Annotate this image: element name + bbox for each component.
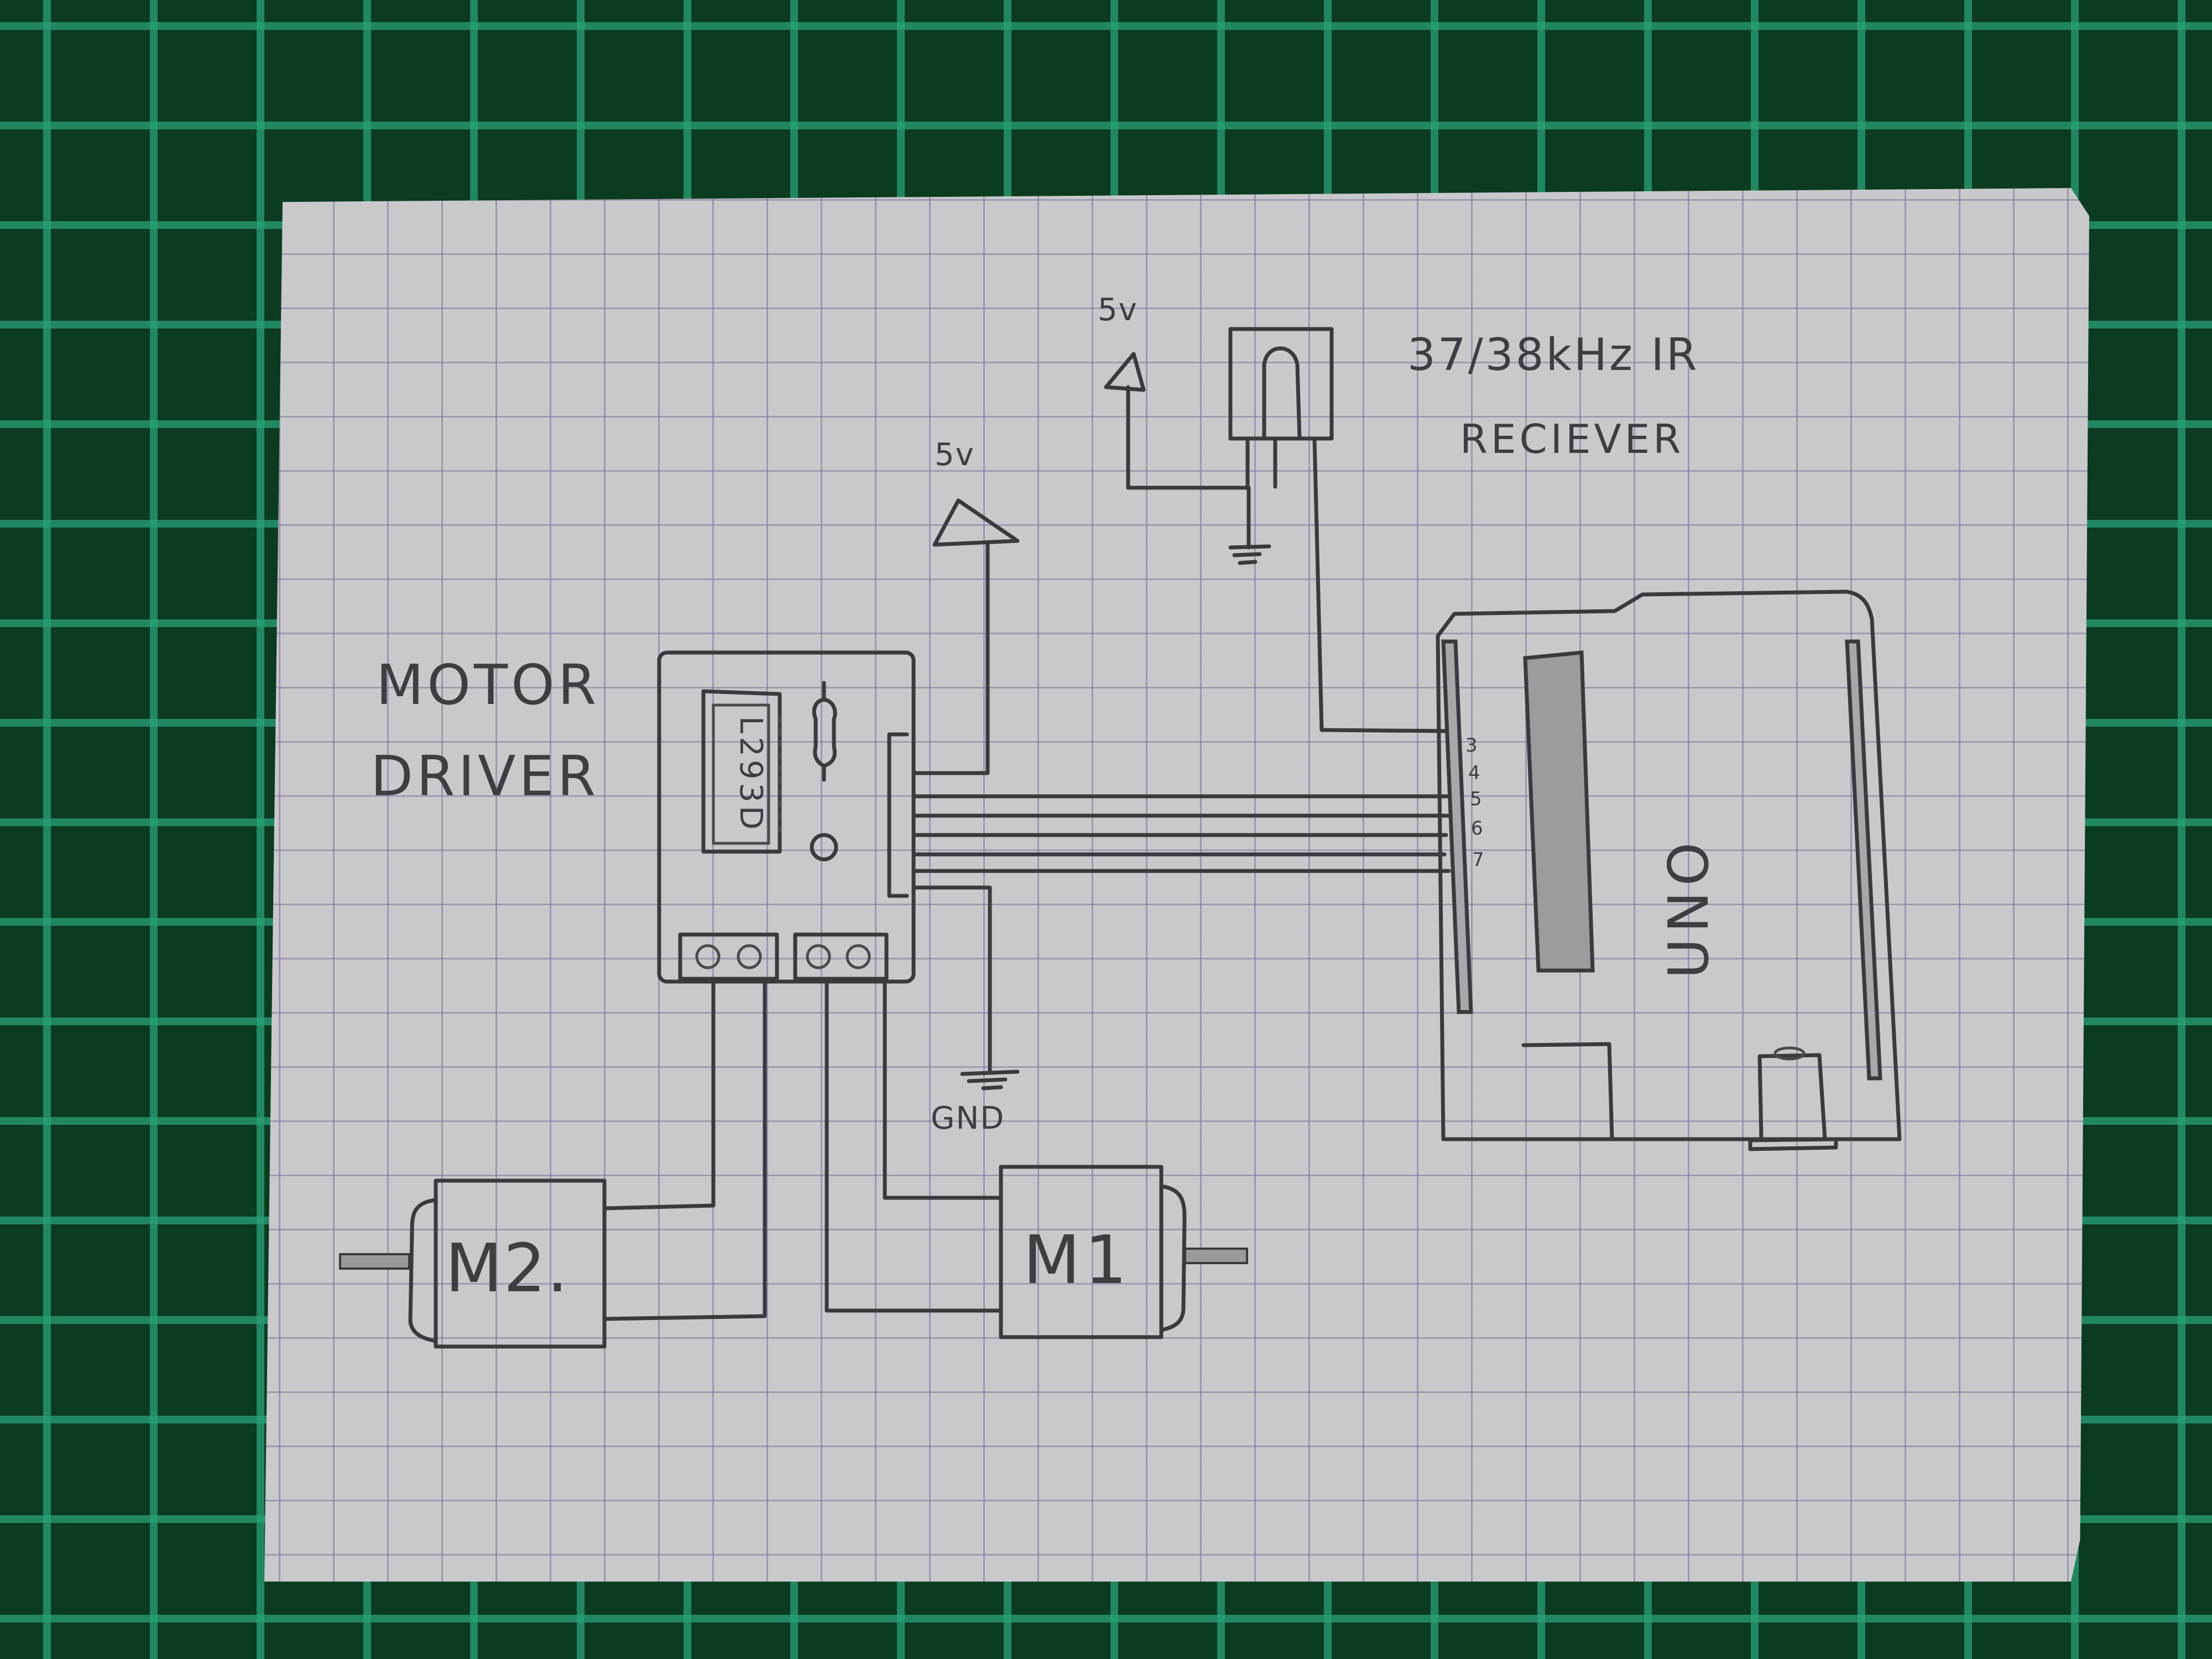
arduino-pin-6: 6 [1471, 817, 1483, 839]
ir-receiver-label-line2: RECIEVER [1460, 416, 1684, 462]
motor-driver-module [657, 650, 916, 984]
ir-receiver-symbol [1131, 327, 1451, 733]
l293d-chip-label: L293D [733, 716, 769, 833]
ir-5v-label: 5v [1098, 292, 1138, 328]
motor-m2-symbol [339, 1178, 607, 1349]
led-icon [810, 833, 838, 862]
graph-paper-sheet [264, 188, 2089, 1582]
dc-jack-icon [1757, 1053, 1827, 1141]
arduino-pin-7: 7 [1472, 849, 1484, 871]
motor-driver-label-line1: MOTOR [376, 653, 600, 717]
atmega-chip-icon [1523, 650, 1595, 973]
uno-board-label: UNO [1656, 837, 1721, 979]
signal-wires-bus [911, 794, 1454, 873]
arduino-uno-board [1436, 589, 1902, 1151]
arduino-pin-4: 4 [1468, 762, 1480, 784]
resistor-icon [812, 681, 837, 782]
motor-wires [603, 979, 1002, 1321]
ir-5v-supply-symbol [1104, 352, 1146, 490]
motor-m1-symbol [999, 1165, 1248, 1339]
driver-5v-supply-symbol [911, 498, 1020, 775]
motor-driver-label-line2: DRIVER [371, 744, 599, 808]
driver-5v-label: 5v [935, 437, 975, 473]
driver-ground-symbol [911, 885, 1020, 1091]
ir-receiver-label-line1: 37/38kHz IR [1407, 329, 1699, 380]
motor-m2-label: M2. [445, 1230, 570, 1307]
ground-label: GND [931, 1100, 1005, 1136]
motor-m1-label: M1 [1023, 1222, 1131, 1299]
arduino-pin-5: 5 [1470, 788, 1482, 810]
arduino-pin-3: 3 [1465, 734, 1478, 757]
